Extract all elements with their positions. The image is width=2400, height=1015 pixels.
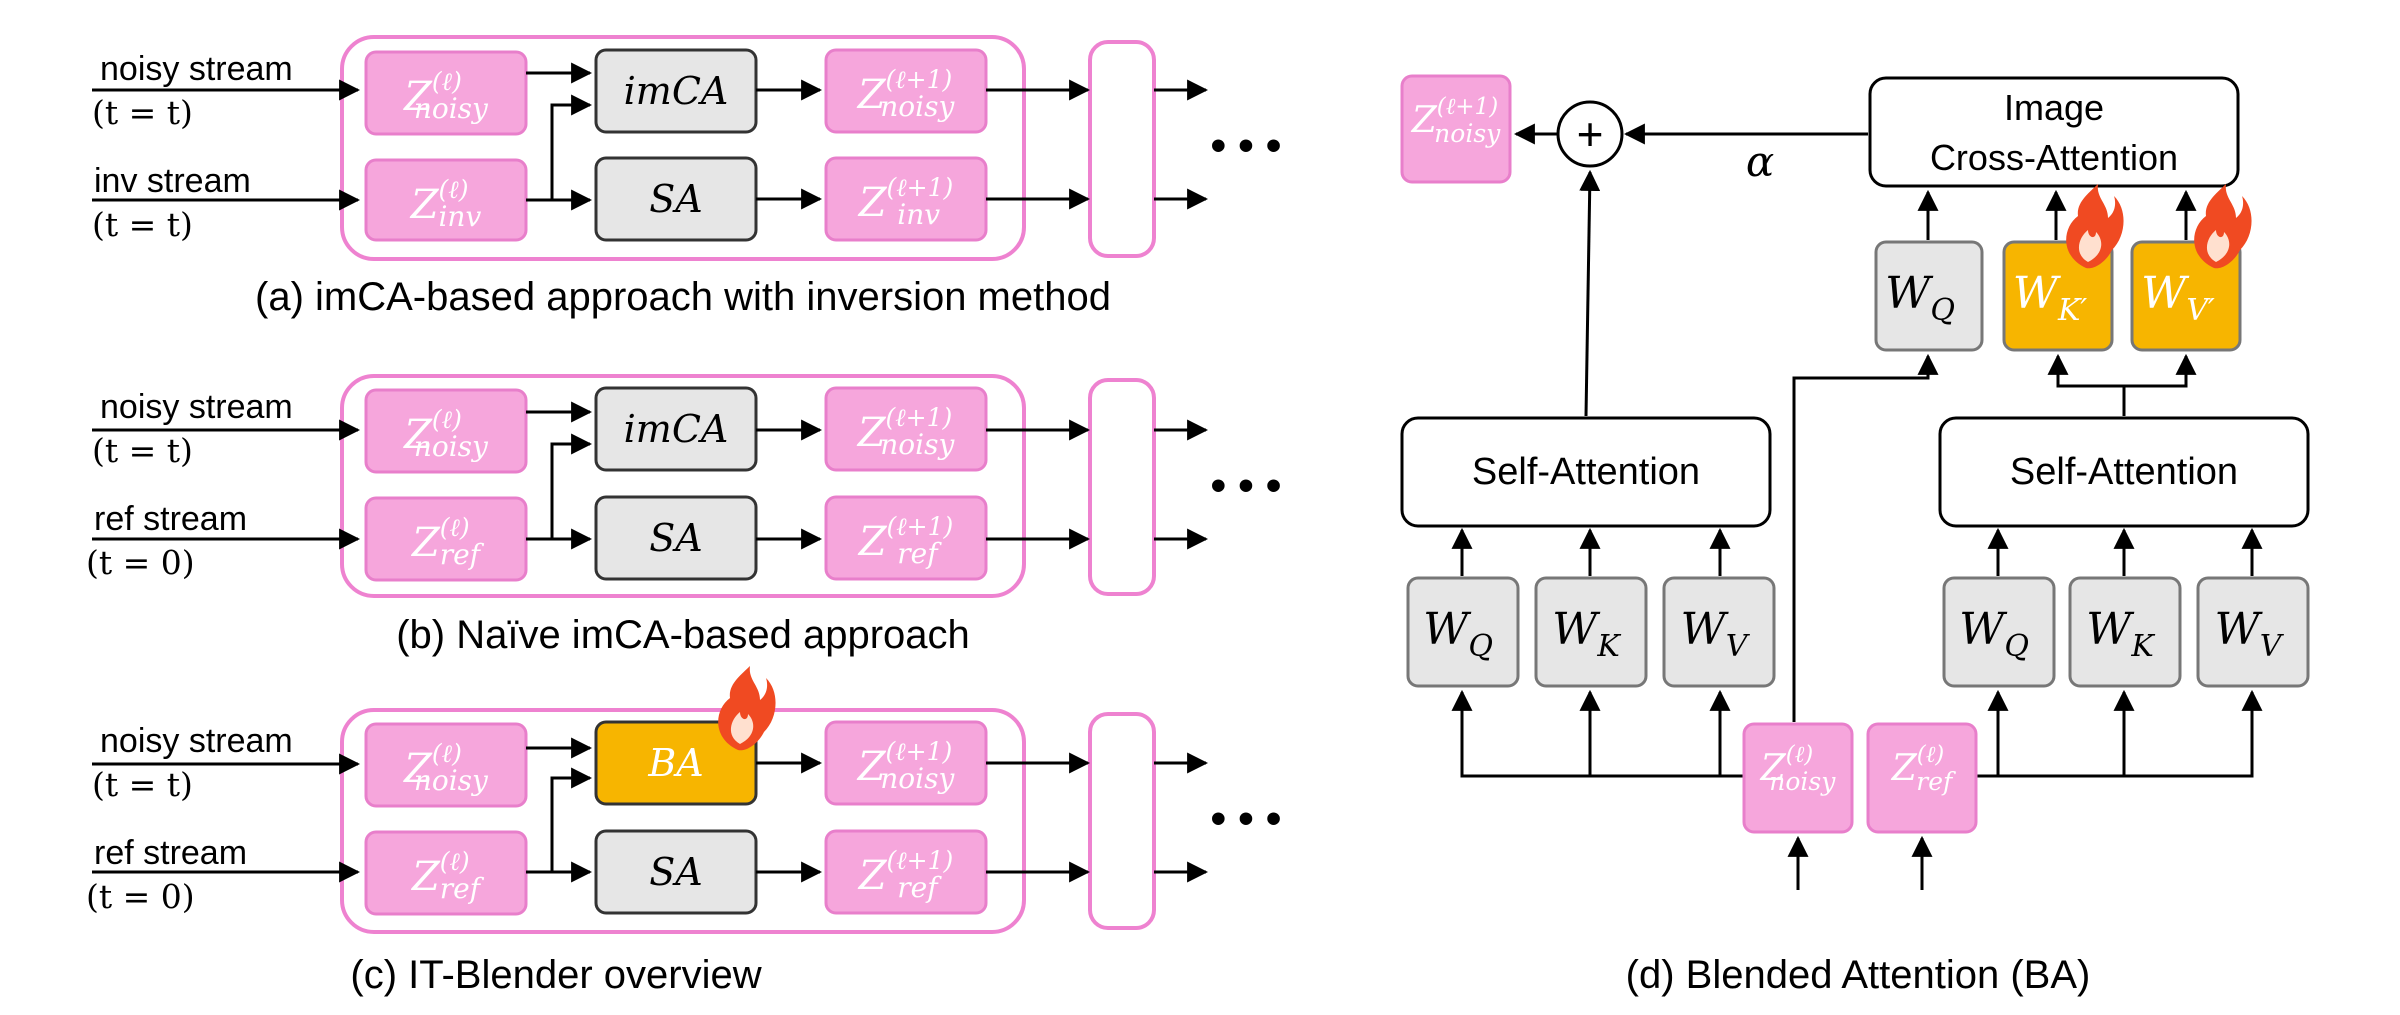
ellipsis-a: • • • (1211, 121, 1282, 170)
z-noisy-out-c-label: Z(ℓ+1)noisy (856, 737, 956, 795)
z-ref-in-d-label: Z(ℓ)ref (1891, 742, 1956, 796)
ellipsis-c: • • • (1211, 794, 1282, 843)
sa-label-c: SA (649, 850, 702, 894)
z-ref-in-c-label: Z(ℓ)ref (410, 847, 485, 905)
image-cross-attention-block (1868, 76, 2240, 188)
flame-icon (2066, 184, 2124, 269)
wv-right-block (2196, 576, 2310, 688)
next-block-c (1088, 712, 1156, 930)
block-outline-c (340, 708, 1026, 934)
wv-prime-label: WV′ (2141, 268, 2215, 328)
z-noisy-out-b-label: Z(ℓ+1)noisy (856, 403, 956, 461)
self-attention-right-label: Self-Attention (2010, 451, 2238, 493)
z-inv-out-a-label: Z(ℓ+1)inv (857, 173, 954, 231)
stream-label-b2: ref stream (94, 500, 247, 538)
z-inv-in-a-label: Z(ℓ)inv (409, 175, 482, 233)
z-noisy-out-d-label: Z(ℓ+1)noisy (1411, 94, 1501, 148)
sa-label-a: SA (649, 177, 702, 221)
z-ref-out-c-label: Z(ℓ+1)ref (857, 846, 954, 904)
wk-left-block (1534, 576, 1648, 688)
panel-a: noisy stream (t = t) inv stream (t = t) … (92, 35, 1282, 319)
flame-icon (718, 666, 776, 751)
wk-prime-label: WK′ (2013, 268, 2088, 328)
caption-b: (b) Naïve imCA-based approach (396, 613, 970, 657)
z-noisy-in-b (364, 388, 528, 474)
z-noisy-in-b-label: Z(ℓ)noisy (402, 405, 489, 463)
z-ref-in-b-label: Z(ℓ)ref (410, 513, 485, 571)
z-noisy-out-d (1400, 74, 1512, 184)
z-ref-in-d (1866, 722, 1978, 834)
z-noisy-out-a-label: Z(ℓ+1)noisy (856, 65, 956, 123)
wk-left-label: WK (1552, 604, 1621, 664)
wq-cross-label: WQ (1885, 268, 1955, 328)
wq-left-label: WQ (1423, 604, 1493, 664)
wk-right-label: WK (2086, 604, 2155, 664)
stream-time-a2: (t = t) (92, 205, 193, 244)
imca-label-b: imCA (624, 407, 729, 451)
wv-right-label: WV (2215, 604, 2285, 664)
stream-label-a2: inv stream (94, 162, 251, 200)
wq-cross-block (1874, 240, 1984, 352)
next-block-b (1088, 378, 1156, 596)
flame-icon (2194, 184, 2252, 269)
z-noisy-in-c (364, 722, 528, 808)
z-ref-out-b-label: Z(ℓ+1)ref (857, 512, 954, 570)
wv-prime-block (2130, 240, 2242, 352)
block-outline-b (340, 374, 1026, 598)
z-noisy-in-d-label: Z(ℓ)noisy (1760, 742, 1837, 796)
stream-time-c2: (t = 0) (86, 877, 195, 916)
next-block-a (1088, 40, 1156, 258)
panel-c: noisy stream (t = t) ref stream (t = 0) … (86, 666, 1281, 997)
self-attention-left-label: Self-Attention (1472, 451, 1700, 493)
z-noisy-in-a (364, 50, 528, 136)
wk-right-block (2068, 576, 2182, 688)
stream-time-b2: (t = 0) (86, 543, 195, 582)
z-noisy-in-c-label: Z(ℓ)noisy (402, 739, 489, 797)
block-outline-a (340, 35, 1026, 261)
stream-label-b1: noisy stream (100, 388, 293, 426)
wq-left-block (1406, 576, 1520, 688)
stream-label-a1: noisy stream (100, 50, 293, 88)
stream-time-c1: (t = t) (92, 765, 193, 804)
wk-prime-block (2002, 240, 2114, 352)
sa-label-b: SA (649, 516, 702, 560)
wq-right-label: WQ (1959, 604, 2029, 664)
caption-d: (d) Blended Attention (BA) (1626, 953, 2091, 997)
caption-a: (a) imCA-based approach with inversion m… (255, 275, 1111, 319)
wv-left-label: WV (1681, 604, 1751, 664)
cross-attention-line1: Image (2004, 87, 2104, 128)
wq-right-block (1942, 576, 2056, 688)
stream-time-a1: (t = t) (92, 93, 193, 132)
cross-attention-line2: Cross-Attention (1930, 137, 2178, 178)
ba-label-c: BA (647, 741, 703, 785)
plus-sign: + (1577, 108, 1604, 160)
self-attention-left (1400, 416, 1772, 528)
alpha-label: α (1746, 137, 1774, 186)
panel-b: noisy stream (t = t) ref stream (t = 0) … (86, 374, 1282, 657)
stream-label-c1: noisy stream (100, 722, 293, 760)
panel-d: Z(ℓ+1)noisy + α Image Cross-Attention WQ… (1400, 74, 2310, 997)
imca-label-a: imCA (624, 69, 729, 113)
ellipsis-b: • • • (1211, 461, 1282, 510)
z-noisy-in-a-label: Z(ℓ)noisy (402, 67, 489, 125)
z-noisy-in-d (1742, 722, 1854, 834)
self-attention-right (1938, 416, 2310, 528)
wv-left-block (1662, 576, 1776, 688)
caption-c: (c) IT-Blender overview (350, 953, 761, 997)
stream-label-c2: ref stream (94, 834, 247, 872)
stream-time-b1: (t = t) (92, 431, 193, 470)
